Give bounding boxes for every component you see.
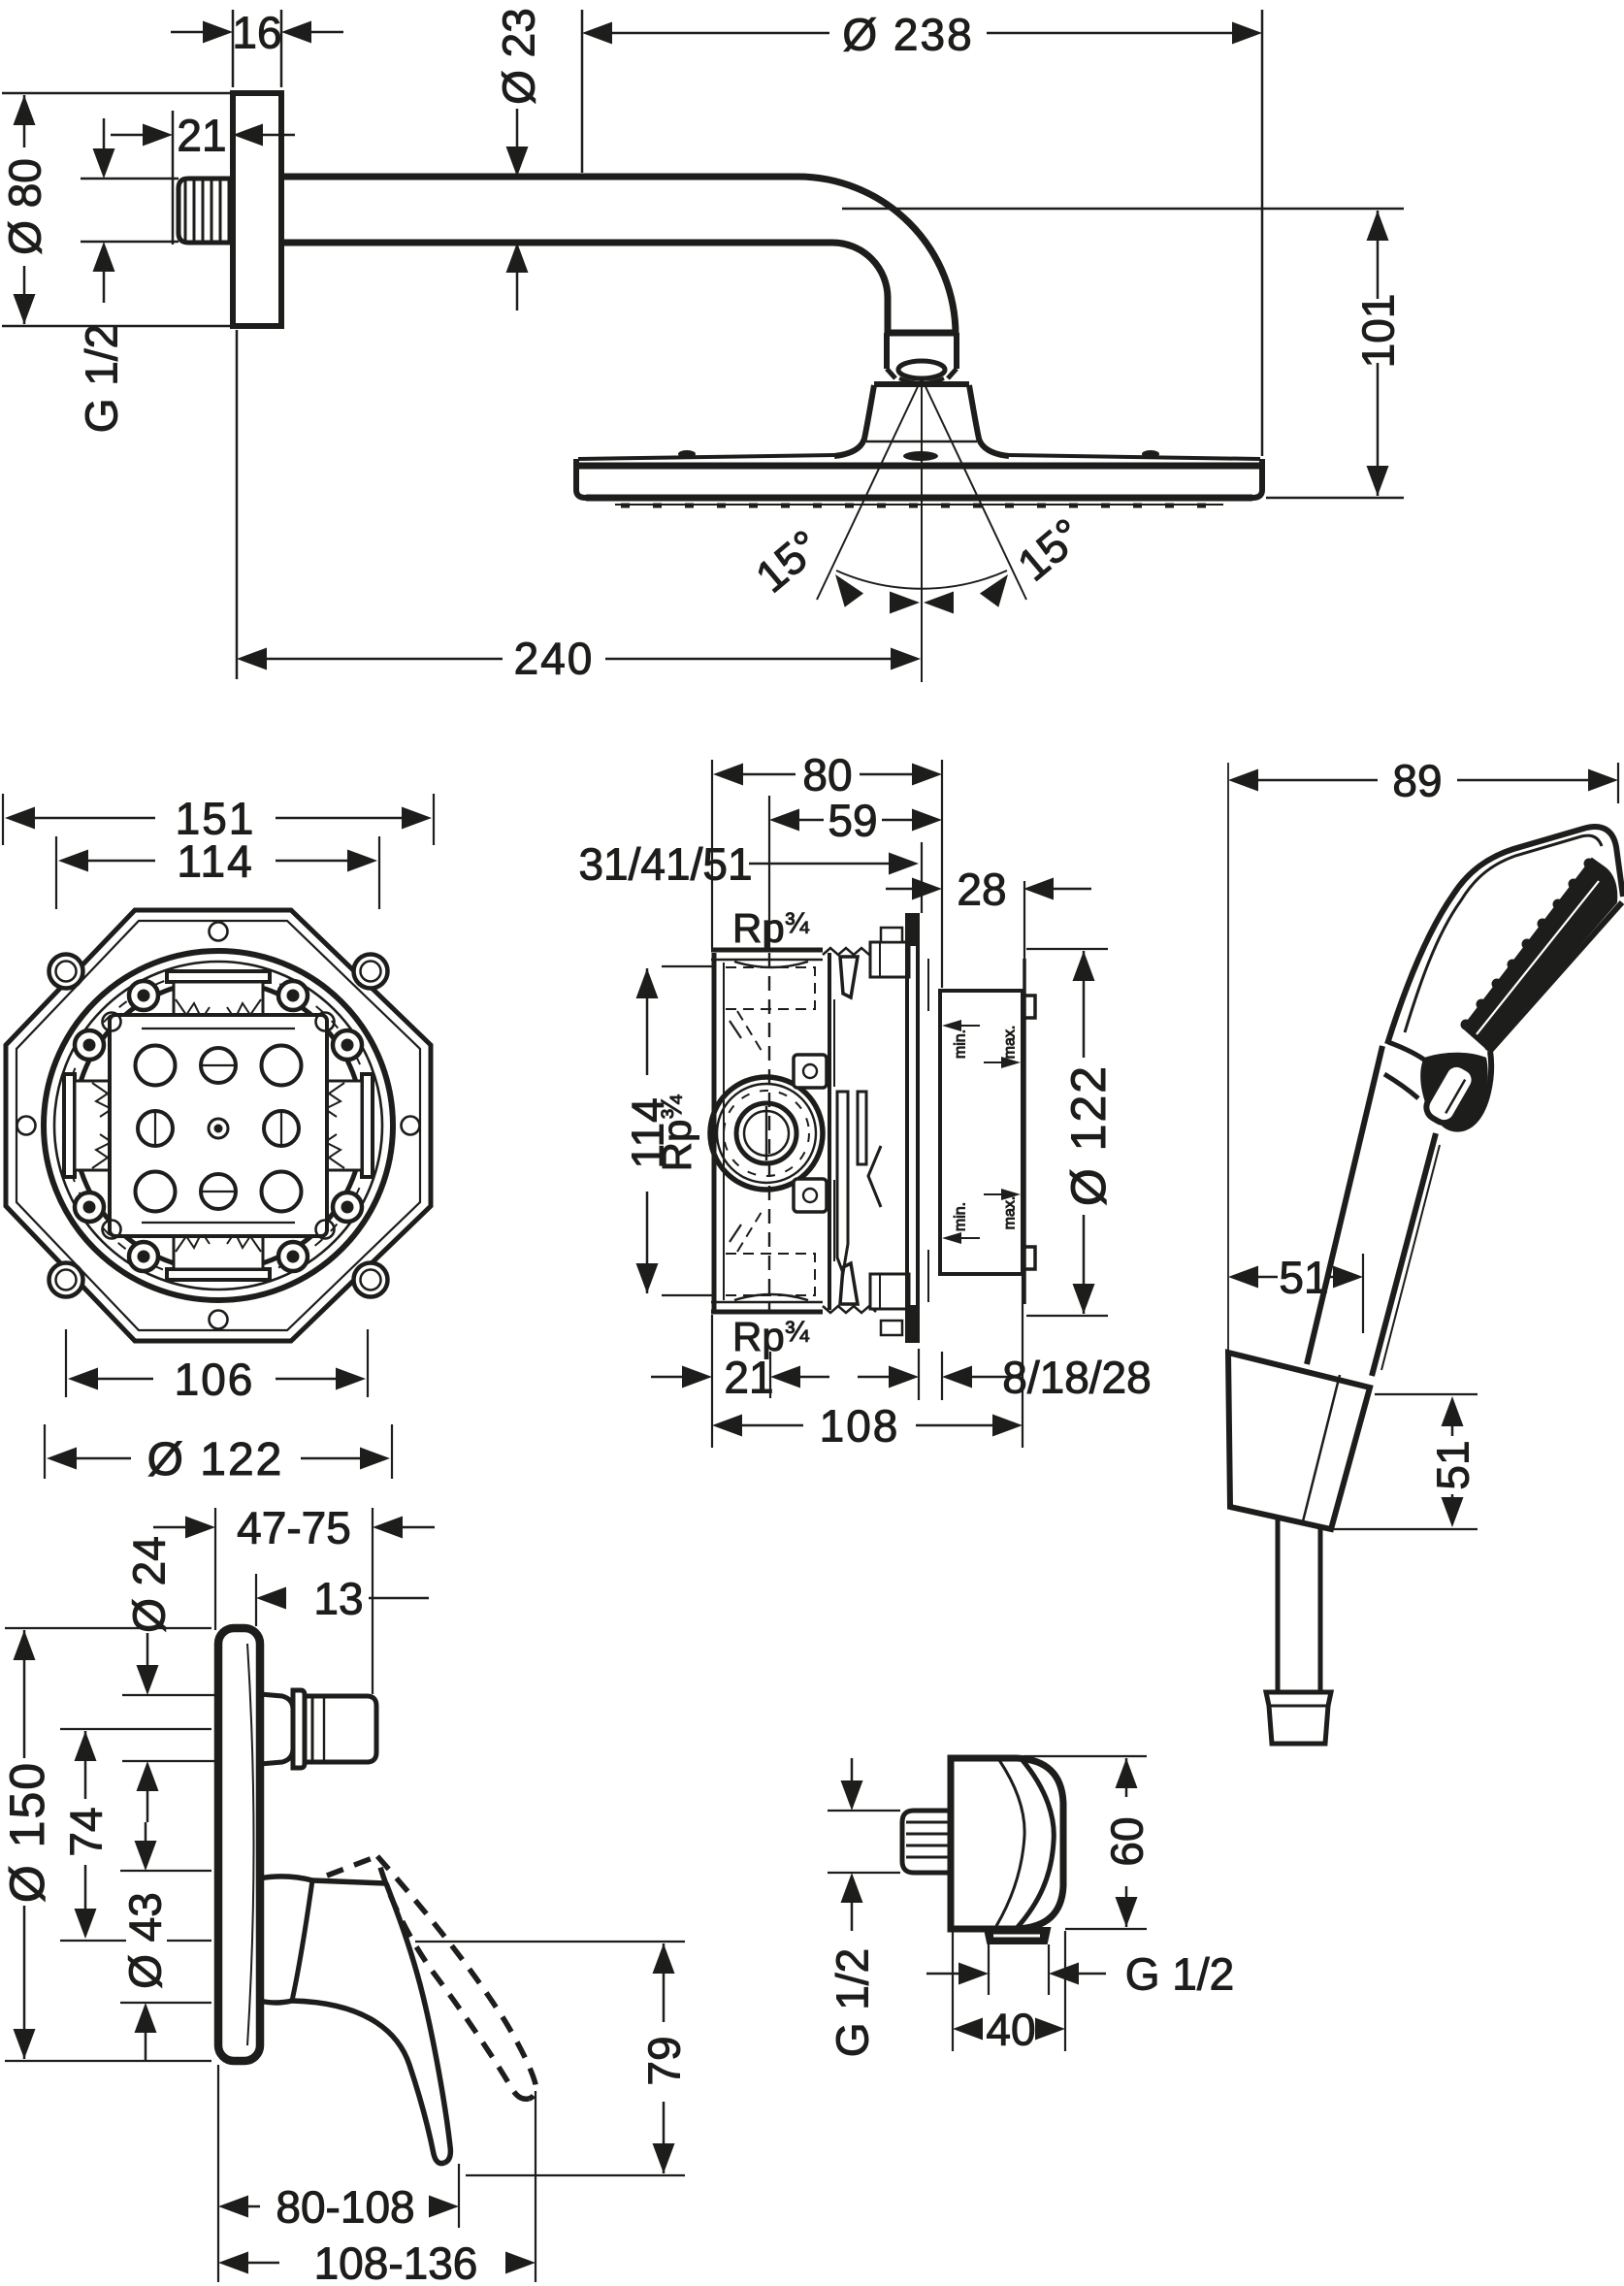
svg-text:max.: max. (1002, 1026, 1019, 1060)
svg-text:51: 51 (1427, 1440, 1478, 1489)
svg-text:8/18/28: 8/18/28 (1002, 1352, 1151, 1402)
svg-text:min.: min. (953, 1029, 969, 1059)
svg-text:101: 101 (1352, 294, 1403, 369)
svg-text:G 1/2: G 1/2 (827, 1948, 877, 2058)
svg-text:max.: max. (1002, 1196, 1019, 1230)
svg-text:21: 21 (724, 1352, 773, 1402)
svg-text:13: 13 (313, 1573, 363, 1623)
svg-text:79: 79 (638, 2036, 689, 2085)
svg-text:89: 89 (1392, 755, 1442, 805)
svg-text:114: 114 (622, 1097, 672, 1168)
svg-text:60: 60 (1101, 1816, 1152, 1866)
svg-text:Rp¾: Rp¾ (732, 905, 810, 951)
svg-text:Ø 238: Ø 238 (842, 9, 973, 59)
svg-text:240: 240 (514, 633, 595, 683)
svg-text:28: 28 (957, 864, 1006, 914)
svg-text:47-75: 47-75 (237, 1502, 351, 1552)
svg-text:80-108: 80-108 (276, 2181, 414, 2232)
svg-text:Ø 122: Ø 122 (1061, 1064, 1116, 1206)
svg-text:31/41/51: 31/41/51 (578, 838, 752, 889)
svg-text:108-136: 108-136 (314, 2237, 478, 2286)
svg-text:40: 40 (986, 2004, 1035, 2054)
svg-text:151: 151 (176, 793, 256, 843)
svg-text:G 1/2: G 1/2 (76, 324, 126, 434)
svg-text:108: 108 (820, 1400, 900, 1451)
svg-text:G 1/2: G 1/2 (1125, 1948, 1235, 1999)
svg-text:Ø 24: Ø 24 (123, 1536, 174, 1633)
svg-text:Ø 150: Ø 150 (0, 1761, 54, 1903)
svg-text:59: 59 (828, 795, 877, 845)
svg-text:Ø 43: Ø 43 (119, 1892, 170, 1989)
svg-text:min.: min. (953, 1202, 969, 1231)
svg-text:74: 74 (60, 1807, 111, 1856)
svg-text:Ø 122: Ø 122 (147, 1434, 284, 1486)
svg-text:114: 114 (177, 835, 253, 886)
svg-text:21: 21 (177, 110, 226, 160)
svg-text:80: 80 (802, 749, 852, 800)
svg-text:106: 106 (175, 1354, 255, 1404)
svg-text:Ø 23: Ø 23 (493, 8, 543, 105)
svg-text:51: 51 (1279, 1252, 1328, 1302)
svg-text:Ø 80: Ø 80 (0, 158, 49, 255)
svg-text:16: 16 (232, 7, 281, 57)
